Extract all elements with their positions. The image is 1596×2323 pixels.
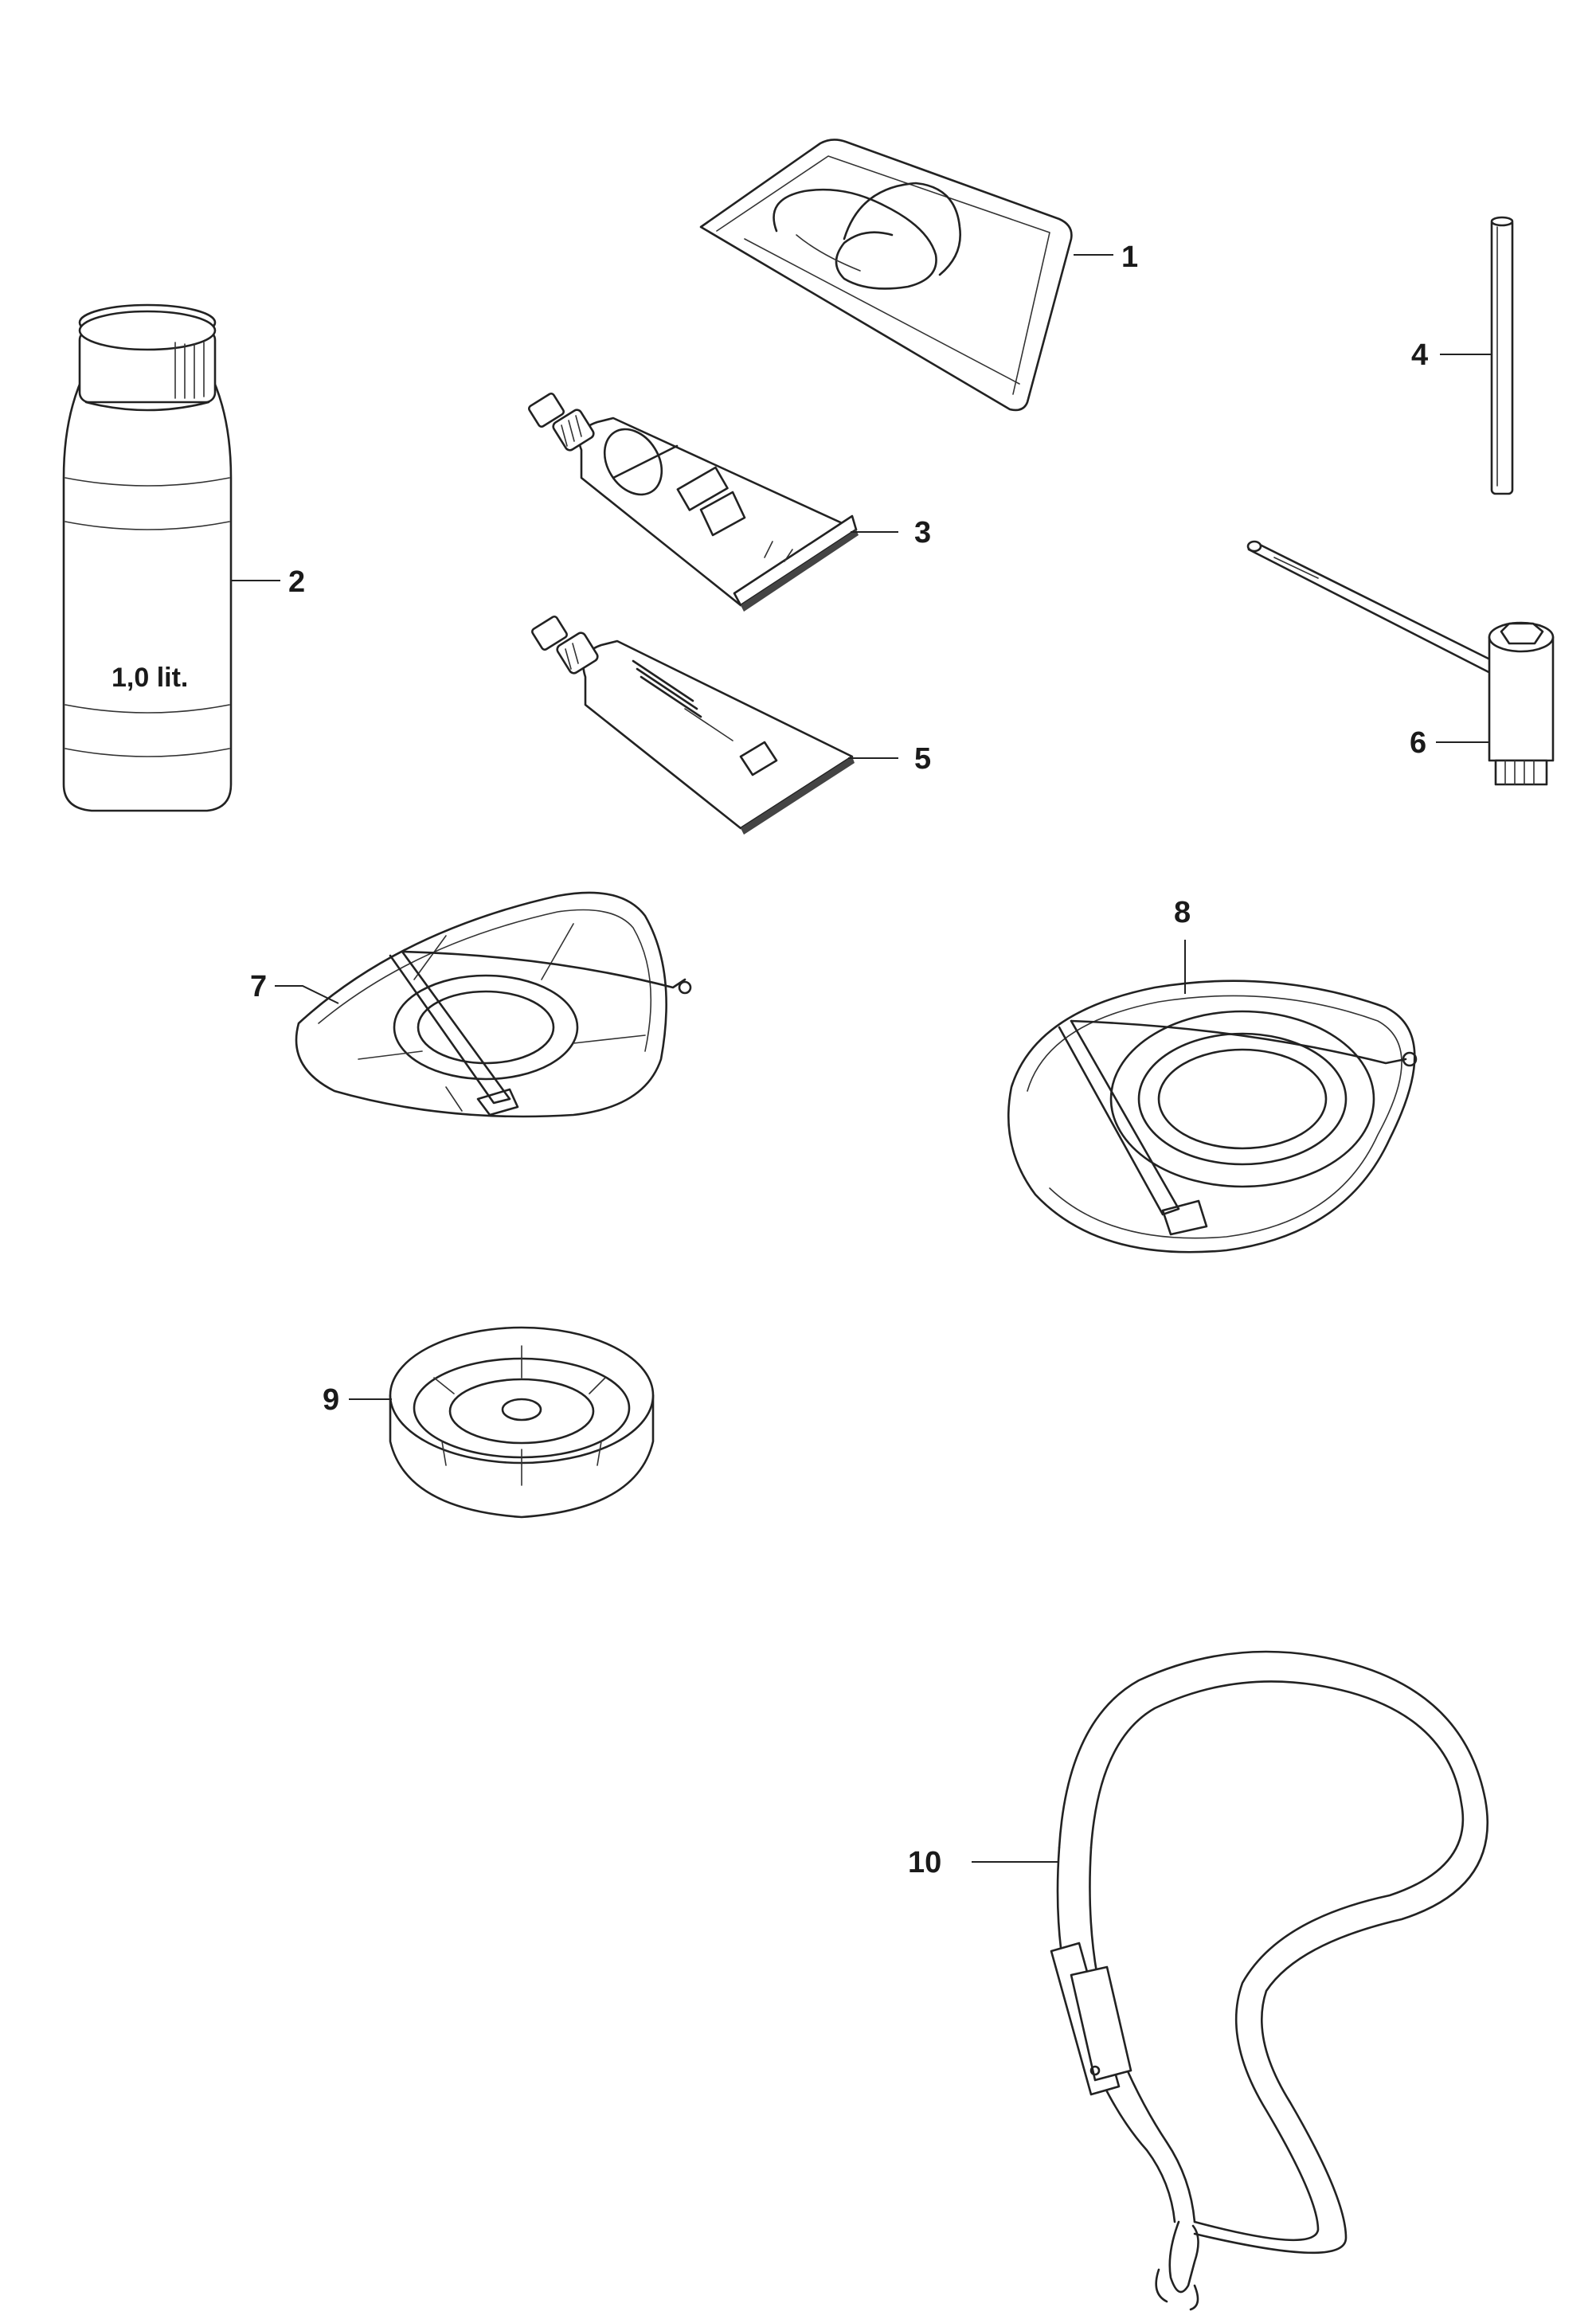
callout-4: 4 xyxy=(1411,338,1428,372)
callout-2: 2 xyxy=(288,565,305,599)
trimmer-guard-icon xyxy=(275,891,692,1118)
support-cup-icon xyxy=(349,1326,655,1519)
grease-tube-icon xyxy=(527,392,898,612)
grease-tube-icon xyxy=(530,615,898,835)
callout-6: 6 xyxy=(1410,726,1426,760)
shoulder-strap-icon xyxy=(972,1650,1489,2311)
callout-3: 3 xyxy=(914,516,931,549)
pin-icon xyxy=(1440,216,1514,495)
callout-10: 10 xyxy=(908,1846,941,1879)
socket-wrench-icon xyxy=(1246,540,1555,786)
callout-5: 5 xyxy=(914,742,931,776)
oil-bottle-icon: 1,0 lit. xyxy=(62,303,233,812)
blade-guard-icon xyxy=(1007,940,1418,1253)
callout-1: 1 xyxy=(1121,241,1138,274)
bottle-volume-label: 1,0 lit. xyxy=(111,663,188,693)
callout-7: 7 xyxy=(250,970,267,1003)
tool-bag-icon xyxy=(699,139,1073,412)
callout-8: 8 xyxy=(1174,896,1191,929)
callout-9: 9 xyxy=(323,1383,339,1417)
